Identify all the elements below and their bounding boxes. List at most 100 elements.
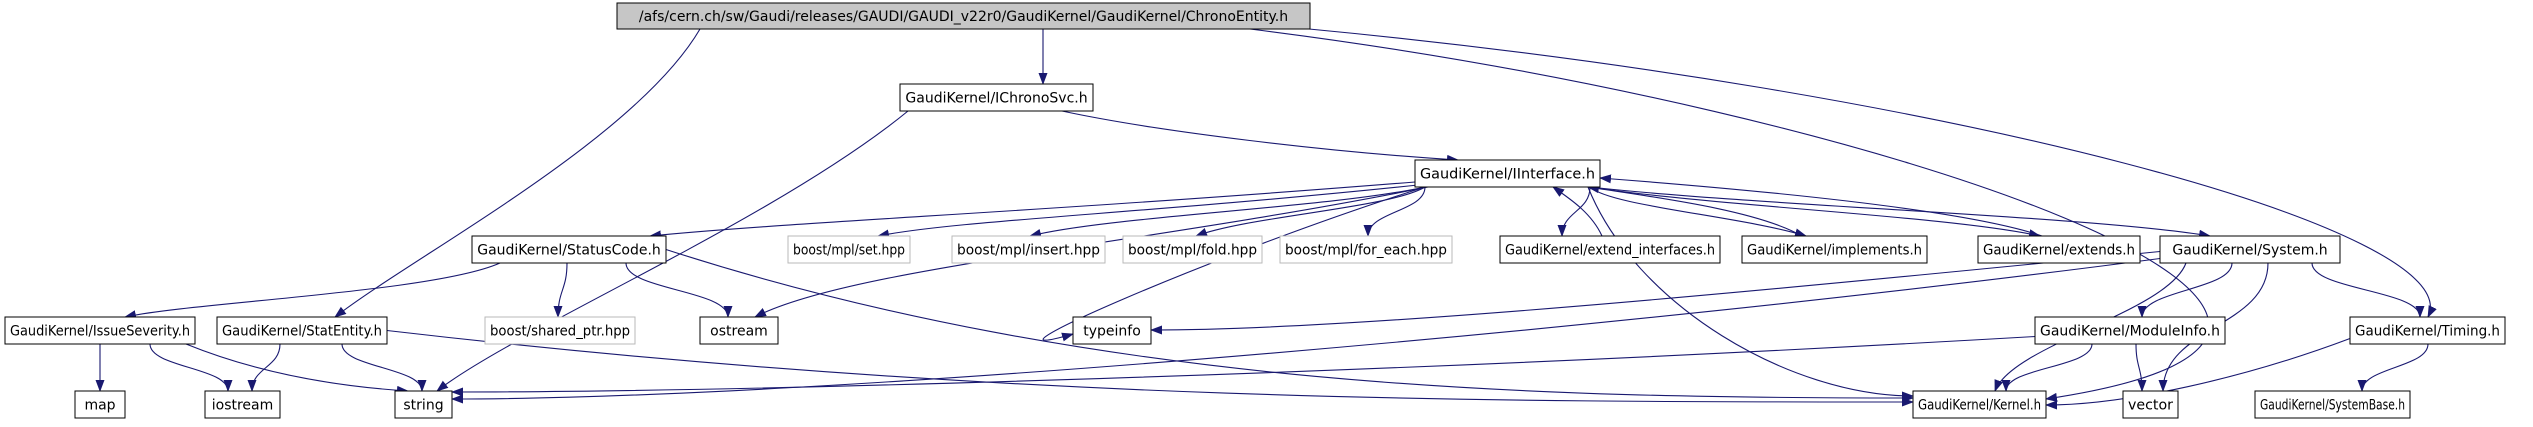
include-edge-iinterface-to-mpl_set [877,184,1419,239]
graph-node-label-iostream: iostream [212,398,274,414]
include-edge-iinterface-to-extend_interfaces [1557,186,1591,237]
graph-node-box-iostream [204,390,281,419]
include-edge-moduleinfo-to-vector [2135,343,2147,392]
include-edge-iinterface-to-mpl_insert [1029,186,1426,238]
graph-node-box-mpl_fold [1122,235,1263,264]
graph-node-label-map: map [84,398,115,414]
graph-node-box-kernel [1912,390,2047,419]
graph-node-mpl_fold: boost/mpl/fold.hpp [1122,235,1263,264]
include-edge-extend_interfaces-to-iinterface [1552,186,1603,237]
graph-node-label-system: GaudiKernel/System.h [2172,243,2327,259]
graph-node-issueseverity[interactable]: GaudiKernel/IssueSeverity.h [4,316,196,345]
include-edge-chronoentity-to-statentity [334,28,701,318]
graph-node-kernel[interactable]: GaudiKernel/Kernel.h [1912,390,2047,419]
graph-node-label-extends: GaudiKernel/extends.h [1983,243,2135,259]
graph-node-label-kernel: GaudiKernel/Kernel.h [1918,398,2041,414]
include-edge-implements-to-iinterface [1587,184,1803,237]
include-edge-chronoentity-to-kernel [1249,28,2210,402]
graph-node-box-issueseverity [4,316,196,345]
graph-node-ichronosvc[interactable]: GaudiKernel/IChronoSvc.h [899,83,1094,112]
graph-node-label-systembase: GaudiKernel/SystemBase.h [2260,398,2405,414]
graph-node-label-ostream: ostream [710,324,768,340]
include-edge-statentity-to-kernel [386,329,1914,407]
graph-node-box-system [2159,235,2341,264]
include-edge-timing-to-kernel [2045,337,2351,410]
graph-node-label-ichronosvc: GaudiKernel/IChronoSvc.h [905,91,1087,107]
graph-node-mpl_foreach: boost/mpl/for_each.hpp [1279,235,1453,264]
graph-node-map[interactable]: map [74,390,126,419]
graph-node-shared_ptr: boost/shared_ptr.hpp [484,316,636,345]
graph-node-label-typeinfo: typeinfo [1083,324,1141,340]
include-edge-iinterface-to-kernel [1587,186,1914,401]
graph-node-label-implements: GaudiKernel/implements.h [1747,243,1922,259]
graph-node-box-statentity [216,316,388,345]
graph-node-label-shared_ptr: boost/shared_ptr.hpp [490,324,630,340]
include-edge-timing-to-systembase [2357,343,2429,392]
graph-node-box-typeinfo [1072,316,1152,345]
include-edge-iinterface-to-extends [1589,186,2041,239]
graph-node-box-mpl_set [787,235,911,264]
graph-node-box-timing [2349,316,2506,345]
include-edge-system-to-typeinfo [1150,250,2161,335]
graph-node-box-ostream [699,316,779,345]
graph-node-box-mpl_foreach [1279,235,1453,264]
graph-node-vector[interactable]: vector [2122,390,2179,419]
graph-node-box-extends [1977,235,2141,264]
include-edge-moduleinfo-to-string [451,335,2036,397]
graph-node-label-issueseverity: GaudiKernel/IssueSeverity.h [10,324,190,340]
graph-node-timing[interactable]: GaudiKernel/Timing.h [2349,316,2506,345]
graph-node-box-mpl_insert [951,235,1106,264]
graph-node-box-systembase [2254,390,2411,419]
include-edge-statuscode-to-kernel [665,248,1914,403]
graph-node-moduleinfo[interactable]: GaudiKernel/ModuleInfo.h [2034,316,2226,345]
graph-node-string[interactable]: string [394,390,453,419]
include-edge-extends-to-iinterface [1599,174,2043,237]
graph-node-label-mpl_set: boost/mpl/set.hpp [793,243,905,259]
include-edge-statentity-to-iostream [247,343,281,392]
graph-node-systembase[interactable]: GaudiKernel/SystemBase.h [2254,390,2411,419]
graph-node-box-ichronosvc [899,83,1094,112]
graph-node-mpl_insert: boost/mpl/insert.hpp [951,235,1106,264]
include-edge-statuscode-to-ostream [625,262,733,318]
graph-node-chronoentity[interactable]: /afs/cern.ch/sw/Gaudi/releases/GAUDI/GAU… [616,2,1311,30]
include-edge-iinterface-to-system [1589,186,2211,239]
include-edge-system-to-string [451,257,2161,404]
graph-node-mpl_set: boost/mpl/set.hpp [787,235,911,264]
include-edge-issueseverity-to-string [185,343,409,395]
include-edge-iinterface-to-mpl_foreach [1363,186,1426,237]
include-edge-ichronosvc-to-string [436,110,909,392]
graph-node-iostream[interactable]: iostream [204,390,281,419]
graph-node-label-mpl_foreach: boost/mpl/for_each.hpp [1285,243,1447,259]
graph-node-box-map [74,390,126,419]
graph-node-label-timing: GaudiKernel/Timing.h [2355,324,2500,340]
graph-node-label-vector: vector [2128,398,2173,414]
graph-node-extends[interactable]: GaudiKernel/extends.h [1977,235,2141,264]
graph-node-system[interactable]: GaudiKernel/System.h [2159,235,2341,264]
include-edge-statuscode-to-issueseverity [124,262,501,320]
include-edge-system-to-moduleinfo [2137,262,2233,318]
include-edge-ichronosvc-to-iinterface [1061,110,1459,164]
graph-node-label-extend_interfaces: GaudiKernel/extend_interfaces.h [1505,243,1715,259]
graph-node-label-statuscode: GaudiKernel/StatusCode.h [477,243,661,259]
graph-node-statuscode[interactable]: GaudiKernel/StatusCode.h [471,235,667,264]
graph-node-ostream[interactable]: ostream [699,316,779,345]
include-edge-iinterface-to-typeinfo [1042,186,1426,342]
include-edge-iinterface-to-mpl_fold [1195,186,1426,237]
graph-node-box-chronoentity [616,2,1311,30]
graph-node-box-iinterface [1414,159,1601,188]
graph-node-label-mpl_insert: boost/mpl/insert.hpp [957,243,1100,259]
graph-node-iinterface[interactable]: GaudiKernel/IInterface.h [1414,159,1601,188]
graph-node-statentity[interactable]: GaudiKernel/StatEntity.h [216,316,388,345]
include-edge-statentity-to-string [341,343,427,392]
graph-node-extend_interfaces[interactable]: GaudiKernel/extend_interfaces.h [1499,235,1721,264]
include-edge-chronoentity-to-timing [1308,28,2437,318]
include-edge-iinterface-to-statuscode [649,181,1416,240]
graph-node-typeinfo[interactable]: typeinfo [1072,316,1152,345]
include-edge-issueseverity-to-iostream [149,343,233,392]
graph-node-label-mpl_fold: boost/mpl/fold.hpp [1128,243,1257,259]
graph-node-box-vector [2122,390,2179,419]
graph-node-box-statuscode [471,235,667,264]
graph-node-label-iinterface: GaudiKernel/IInterface.h [1420,167,1595,183]
graph-node-implements[interactable]: GaudiKernel/implements.h [1741,235,1928,264]
